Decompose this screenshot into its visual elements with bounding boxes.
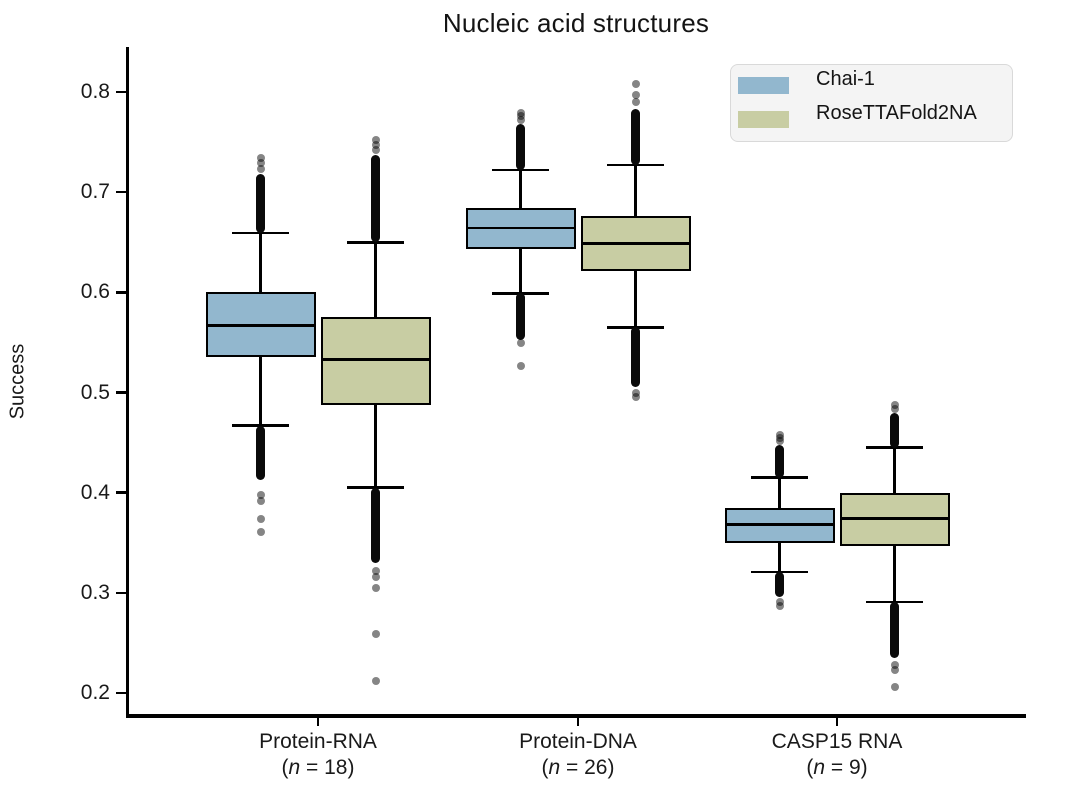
outlier-dot: [516, 116, 525, 125]
outlier-dot: [775, 597, 784, 606]
y-tick-mark: [116, 491, 127, 494]
outlier-dot: [371, 566, 380, 575]
legend-swatch-chai-1: [738, 77, 789, 94]
outlier-dot: [371, 676, 380, 685]
outlier-dot: [256, 496, 265, 505]
outlier-dot: [371, 141, 380, 150]
y-tick-mark: [116, 591, 127, 595]
median-line: [465, 226, 576, 230]
outlier-dot: [890, 400, 899, 409]
outlier-cluster: [516, 293, 525, 341]
whisker-cap: [866, 446, 923, 449]
outlier-dot: [631, 79, 640, 88]
category-n-label: (n = 26): [541, 756, 615, 779]
outlier-cluster: [631, 109, 640, 166]
outlier-dot: [516, 362, 525, 371]
whisker-cap: [607, 163, 664, 167]
outlier-dot: [775, 601, 784, 610]
median-line: [724, 523, 835, 526]
y-tick-mark: [116, 691, 127, 695]
x-tick-label: Protein-DNA (n = 26): [458, 729, 698, 781]
y-tick-label: 0.4: [80, 480, 110, 504]
outlier-dot: [890, 682, 899, 691]
median-line: [205, 324, 316, 327]
outlier-dot: [516, 112, 525, 121]
outlier-cluster: [631, 327, 640, 388]
outlier-dot: [775, 430, 784, 439]
outlier-cluster: [775, 444, 784, 478]
outlier-dot: [256, 154, 265, 163]
median-line: [320, 358, 431, 361]
outlier-dot: [516, 109, 525, 118]
outlier-cluster: [256, 174, 265, 234]
x-tick-label: Protein-RNA (n = 18): [198, 729, 438, 781]
whisker-cap: [492, 168, 549, 172]
legend-swatch-rosettafold2na: [738, 111, 789, 128]
outlier-dot: [256, 165, 265, 174]
outlier-dot: [516, 339, 525, 348]
outlier-cluster: [516, 124, 525, 171]
outlier-dot: [256, 490, 265, 499]
y-tick-mark: [116, 190, 127, 194]
y-tick-label: 0.8: [80, 80, 110, 103]
outlier-dot: [775, 436, 784, 445]
outlier-dot: [890, 665, 899, 674]
outlier-cluster: [371, 487, 380, 563]
y-tick-mark: [116, 291, 127, 294]
y-axis-line: [126, 47, 129, 717]
outlier-cluster: [775, 571, 784, 597]
median-line: [839, 517, 950, 520]
legend: Chai-1 RoseTTAFold2NA: [730, 64, 1013, 142]
x-tick-label: CASP15 RNA (n = 9): [717, 729, 957, 781]
x-axis-line: [126, 714, 1026, 718]
y-tick-mark: [116, 90, 127, 94]
x-tick-mark: [576, 717, 580, 726]
y-tick-mark: [116, 391, 127, 394]
category-label: Protein-RNA: [259, 730, 377, 753]
outlier-cluster: [890, 412, 899, 448]
chart-title: Nucleic acid structures: [442, 8, 710, 38]
category-n-label: (n = 18): [281, 756, 355, 779]
category-label: Protein-DNA: [519, 730, 637, 753]
outlier-dot: [371, 136, 380, 145]
legend-label-rosettafold2na: RoseTTAFold2NA: [816, 102, 977, 124]
y-tick-label: 0.7: [80, 180, 110, 204]
whisker-cap: [232, 231, 289, 235]
outlier-dot: [631, 388, 640, 397]
category-n-label: (n = 9): [806, 756, 868, 779]
whisker-cap: [347, 241, 404, 244]
outlier-dot: [371, 629, 380, 638]
outlier-dot: [775, 433, 784, 442]
outlier-dot: [631, 91, 640, 99]
category-label: CASP15 RNA: [771, 730, 903, 753]
outlier-dot: [371, 146, 380, 155]
y-axis-label: Success: [6, 343, 29, 420]
outlier-dot: [371, 572, 380, 581]
outlier-dot: [256, 527, 265, 536]
outlier-dot: [256, 159, 265, 168]
y-tick-label: 0.5: [80, 380, 110, 404]
outlier-dot: [890, 660, 899, 669]
x-tick-mark: [835, 717, 839, 726]
y-tick-label: 0.3: [80, 580, 110, 604]
legend-label-chai-1: Chai-1: [816, 68, 875, 90]
y-tick-label: 0.6: [80, 280, 110, 304]
whisker-cap: [751, 476, 808, 479]
x-tick-mark: [316, 717, 320, 726]
outlier-dot: [371, 583, 380, 592]
outlier-cluster: [890, 601, 899, 658]
outlier-dot: [256, 514, 265, 523]
outlier-dot: [890, 404, 899, 413]
box-rosettafold2na-protein-rna: [320, 317, 431, 405]
y-tick-label: 0.2: [80, 681, 110, 704]
outlier-cluster: [371, 155, 380, 243]
outlier-dot: [631, 98, 640, 107]
median-line: [580, 242, 691, 245]
outlier-cluster: [256, 425, 265, 480]
outlier-dot: [631, 392, 640, 401]
